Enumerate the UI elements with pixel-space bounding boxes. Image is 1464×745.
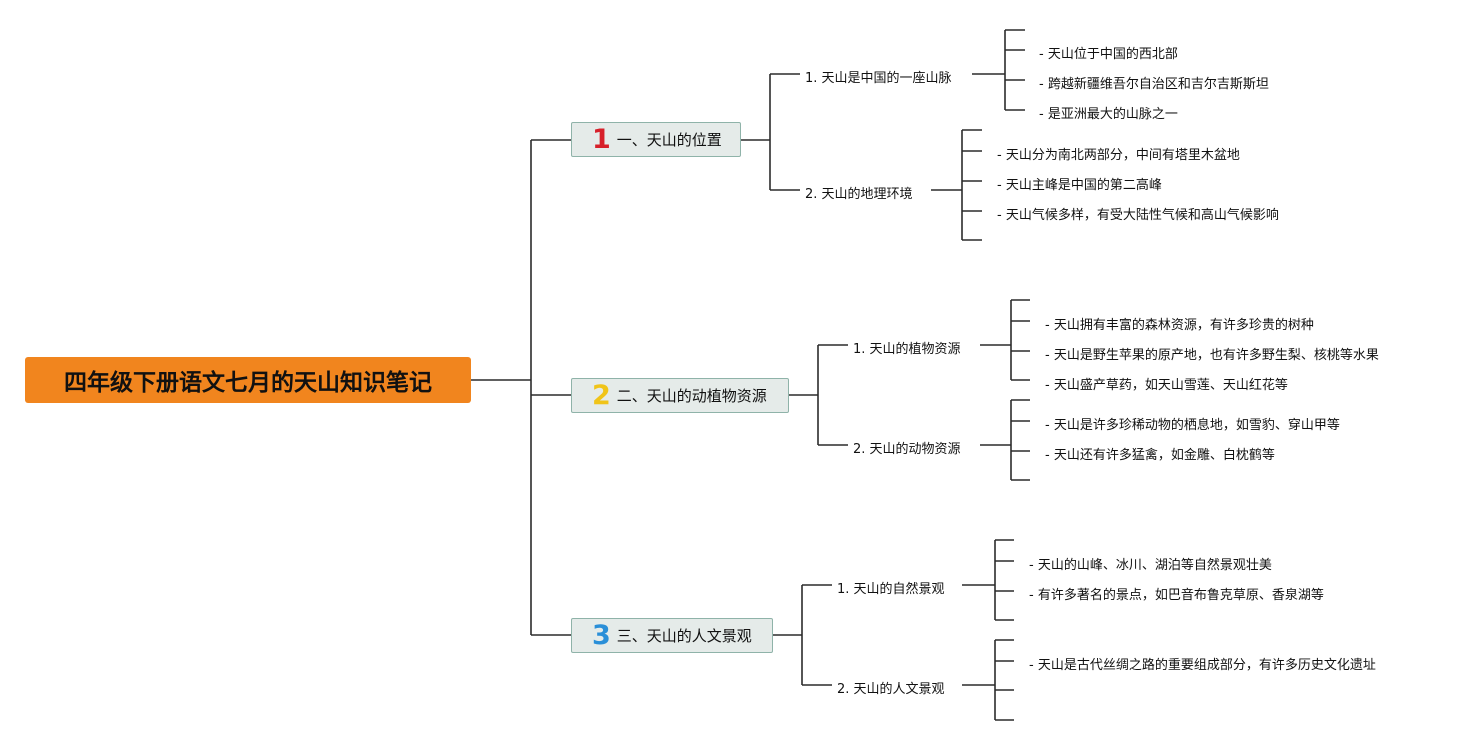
leaf-item[interactable]: - 有许多著名的景点，如巴音布鲁克草原、香泉湖等 bbox=[1029, 588, 1324, 603]
topic-node-flora-fauna[interactable]: 2 二、天山的动植物资源 bbox=[571, 378, 789, 413]
topic-label: 一、天山的位置 bbox=[616, 131, 722, 149]
subtopic-cultural-scenery[interactable]: 2. 天山的人文景观 bbox=[837, 682, 945, 697]
leaf-item[interactable]: - 天山主峰是中国的第二高峰 bbox=[997, 178, 1162, 193]
leaf-item[interactable]: - 天山是野生苹果的原产地，也有许多野生梨、核桃等水果 bbox=[1045, 348, 1379, 363]
leaf-item[interactable]: - 天山位于中国的西北部 bbox=[1039, 47, 1178, 62]
number-three-icon: 3 bbox=[592, 620, 611, 651]
leaf-item[interactable]: - 跨越新疆维吾尔自治区和吉尔吉斯斯坦 bbox=[1039, 77, 1269, 92]
root-title: 四年级下册语文七月的天山知识笔记 bbox=[64, 370, 432, 396]
subtopic-plants[interactable]: 1. 天山的植物资源 bbox=[853, 342, 961, 357]
subtopic-geography[interactable]: 2. 天山的地理环境 bbox=[805, 187, 913, 202]
leaf-item[interactable]: - 天山是古代丝绸之路的重要组成部分，有许多历史文化遗址 bbox=[1029, 658, 1376, 673]
leaf-item[interactable]: - 天山分为南北两部分，中间有塔里木盆地 bbox=[997, 148, 1240, 163]
subtopic-animals[interactable]: 2. 天山的动物资源 bbox=[853, 442, 961, 457]
leaf-item[interactable]: - 天山盛产草药，如天山雪莲、天山红花等 bbox=[1045, 378, 1288, 393]
topic-node-location[interactable]: 1 一、天山的位置 bbox=[571, 122, 741, 157]
leaf-item[interactable]: - 天山气候多样，有受大陆性气候和高山气候影响 bbox=[997, 208, 1279, 223]
leaf-item[interactable]: - 天山拥有丰富的森林资源，有许多珍贵的树种 bbox=[1045, 318, 1314, 333]
leaf-item[interactable]: - 天山还有许多猛禽，如金雕、白枕鹤等 bbox=[1045, 448, 1275, 463]
root-node[interactable]: 四年级下册语文七月的天山知识笔记 bbox=[25, 357, 471, 403]
topic-node-landscape[interactable]: 3 三、天山的人文景观 bbox=[571, 618, 773, 653]
leaf-item[interactable]: - 天山是许多珍稀动物的栖息地，如雪豹、穿山甲等 bbox=[1045, 418, 1340, 433]
number-two-icon: 2 bbox=[592, 380, 611, 411]
subtopic-mountain-range[interactable]: 1. 天山是中国的一座山脉 bbox=[805, 71, 952, 86]
subtopic-natural-scenery[interactable]: 1. 天山的自然景观 bbox=[837, 582, 945, 597]
leaf-item[interactable]: - 天山的山峰、冰川、湖泊等自然景观壮美 bbox=[1029, 558, 1272, 573]
topic-label: 二、天山的动植物资源 bbox=[616, 387, 767, 405]
topic-label: 三、天山的人文景观 bbox=[616, 627, 752, 645]
number-one-icon: 1 bbox=[592, 124, 611, 155]
leaf-item[interactable]: - 是亚洲最大的山脉之一 bbox=[1039, 107, 1178, 122]
